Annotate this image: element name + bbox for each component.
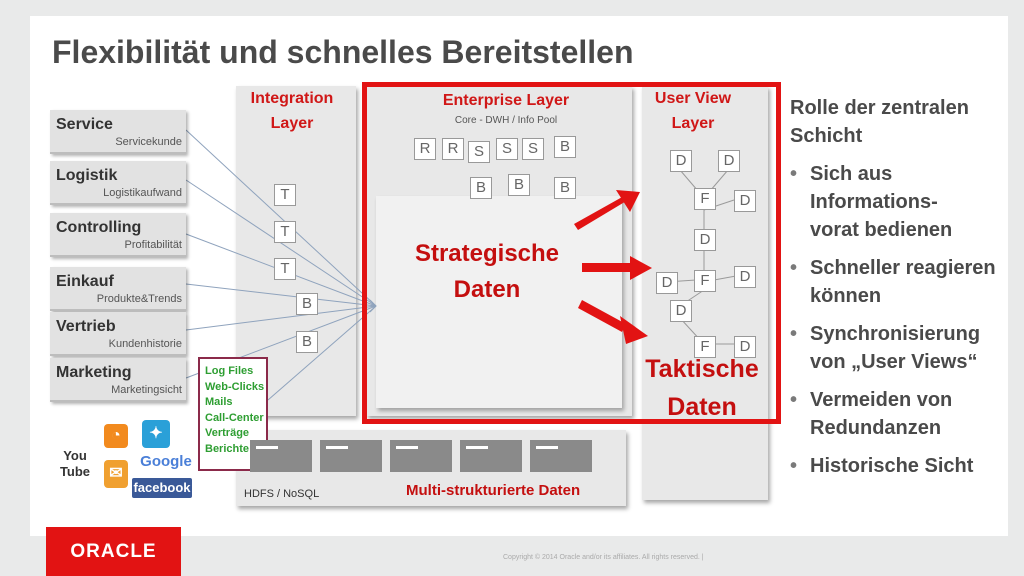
hdfs-block xyxy=(530,440,592,472)
integration-layer-title: Integration Layer xyxy=(250,90,334,132)
slide-title: Flexibilität und schnelles Bereitstellen xyxy=(52,34,634,70)
enterprise-node: S xyxy=(468,141,490,163)
user-view-node: F xyxy=(694,270,716,292)
youtube-logo-text: You Tube xyxy=(59,448,91,479)
hdfs-block xyxy=(320,440,382,472)
tactical-data-label: Taktische Daten xyxy=(645,355,759,421)
highlight-frame xyxy=(362,82,781,424)
role-heading: Rolle der zentralen Schicht xyxy=(790,97,969,147)
source-marketing: Marketing Marketingsicht xyxy=(50,358,186,402)
user-view-node: D xyxy=(670,150,692,172)
source-subtitle: Kundenhistorie xyxy=(108,338,182,350)
twitter-icon: ✦ xyxy=(142,420,170,448)
source-subtitle: Produkte&Trends xyxy=(96,293,182,305)
user-view-node: D xyxy=(734,190,756,212)
mail-icon: ✉ xyxy=(104,460,128,488)
enterprise-node: S xyxy=(522,138,544,160)
user-view-node: D xyxy=(656,272,678,294)
source-name: Marketing xyxy=(56,364,132,381)
hdfs-block xyxy=(250,440,312,472)
source-einkauf: Einkauf Produkte&Trends xyxy=(50,267,186,311)
user-view-node: D xyxy=(694,229,716,251)
role-bullet: Sich aus Informations-vorat bedienen xyxy=(790,160,980,244)
copyright-footer: Copyright © 2014 Oracle and/or its affil… xyxy=(503,554,704,561)
integration-node: B xyxy=(296,293,318,315)
hdfs-label: HDFS / NoSQL xyxy=(244,488,320,500)
role-bullet: Vermeiden von Redundanzen xyxy=(790,386,1010,442)
log-item: Web-Clicks xyxy=(205,380,265,393)
multi-structured-label: Multi-strukturierte Daten xyxy=(406,482,581,499)
source-vertrieb: Vertrieb Kundenhistorie xyxy=(50,312,186,356)
log-item: Berichte xyxy=(205,442,250,455)
user-view-node: F xyxy=(694,336,716,358)
hdfs-block xyxy=(460,440,522,472)
log-item: Call-Center xyxy=(205,411,264,424)
integration-node: T xyxy=(274,184,296,206)
source-subtitle: Marketingsicht xyxy=(111,384,182,396)
source-service: Service Servicekunde xyxy=(50,110,186,154)
integration-node: B xyxy=(296,331,318,353)
hdfs-block xyxy=(390,440,452,472)
enterprise-node: B xyxy=(508,174,530,196)
role-bullet: Schneller reagieren können xyxy=(790,254,1010,310)
user-view-layer-title: User View Layer xyxy=(654,90,732,132)
user-view-node: D xyxy=(718,150,740,172)
source-name: Einkauf xyxy=(56,273,114,290)
rss-icon: ◔ xyxy=(104,424,128,448)
source-name: Vertrieb xyxy=(56,318,116,335)
enterprise-node: S xyxy=(496,138,518,160)
user-view-node: F xyxy=(694,188,716,210)
source-subtitle: Servicekunde xyxy=(115,136,182,148)
user-view-node: D xyxy=(734,336,756,358)
enterprise-node: R xyxy=(442,138,464,160)
user-view-node: D xyxy=(734,266,756,288)
enterprise-node: B xyxy=(470,177,492,199)
source-name: Logistik xyxy=(56,167,118,184)
log-item: Log Files xyxy=(205,365,254,377)
log-item: Verträge xyxy=(205,427,250,439)
integration-node: T xyxy=(274,258,296,280)
enterprise-layer-subtitle: Core - DWH / Info Pool xyxy=(454,115,558,126)
youtube-logo: You Tube xyxy=(58,446,92,492)
source-logistik: Logistik Logistikaufwand xyxy=(50,161,186,205)
source-subtitle: Logistikaufwand xyxy=(103,187,182,199)
integration-node: T xyxy=(274,221,296,243)
role-panel: Rolle der zentralen Schicht Sich aus Inf… xyxy=(790,94,1010,480)
strategic-data-label: Strategische Daten xyxy=(414,240,560,303)
user-view-node: D xyxy=(670,300,692,322)
source-controlling: Controlling Profitabilität xyxy=(50,213,186,257)
role-bullet: Historische Sicht xyxy=(790,452,1010,480)
enterprise-node: B xyxy=(554,136,576,158)
source-name: Service xyxy=(56,116,113,133)
enterprise-node: B xyxy=(554,177,576,199)
facebook-logo: facebook xyxy=(132,478,192,498)
source-name: Controlling xyxy=(56,219,142,236)
source-subtitle: Profitabilität xyxy=(124,239,182,251)
log-item: Mails xyxy=(205,396,233,408)
role-bullet: Synchronisierung von „User Views“ xyxy=(790,320,1010,376)
enterprise-node: R xyxy=(414,138,436,160)
oracle-logo: ORACLE xyxy=(46,527,181,576)
google-logo: Google xyxy=(138,452,194,472)
enterprise-layer-title: Enterprise Layer xyxy=(442,92,570,109)
